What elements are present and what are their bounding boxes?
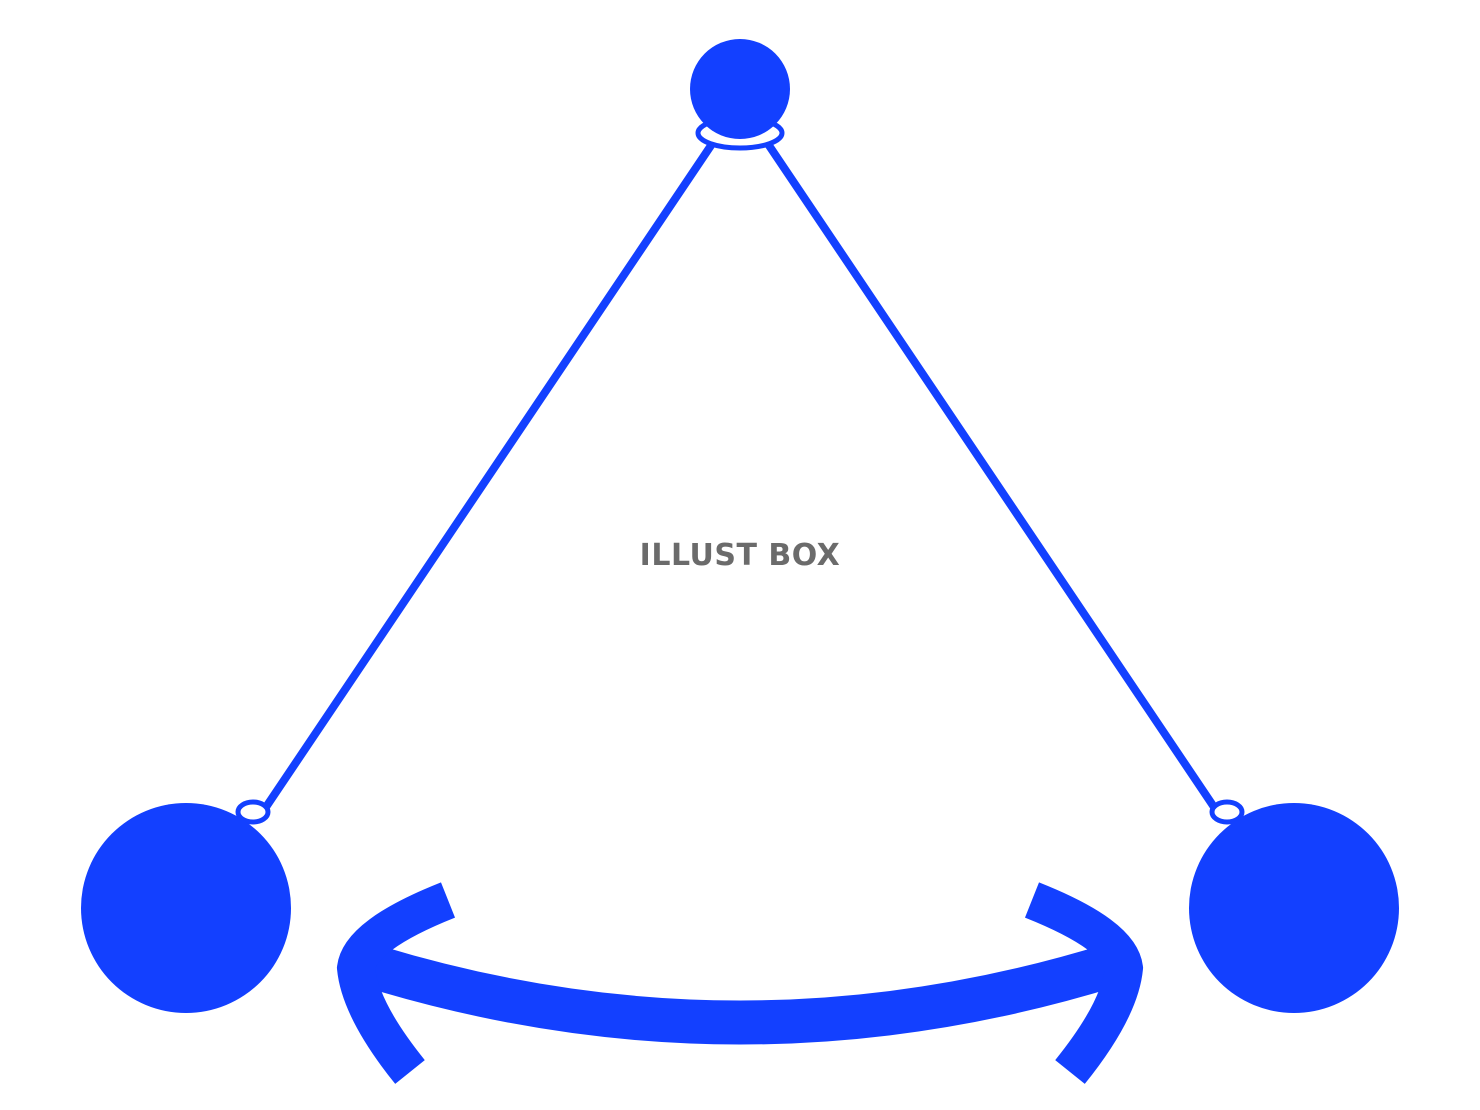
watermark-text: ILLUST BOX bbox=[639, 538, 841, 573]
right-pendulum-bob-icon bbox=[1189, 799, 1399, 1013]
left-string bbox=[258, 140, 716, 817]
double-headed-curved-arrow-icon bbox=[336, 882, 1144, 1084]
pivot-circle-icon bbox=[690, 39, 790, 151]
right-string bbox=[764, 140, 1222, 817]
left-pendulum-bob-icon bbox=[81, 799, 291, 1013]
